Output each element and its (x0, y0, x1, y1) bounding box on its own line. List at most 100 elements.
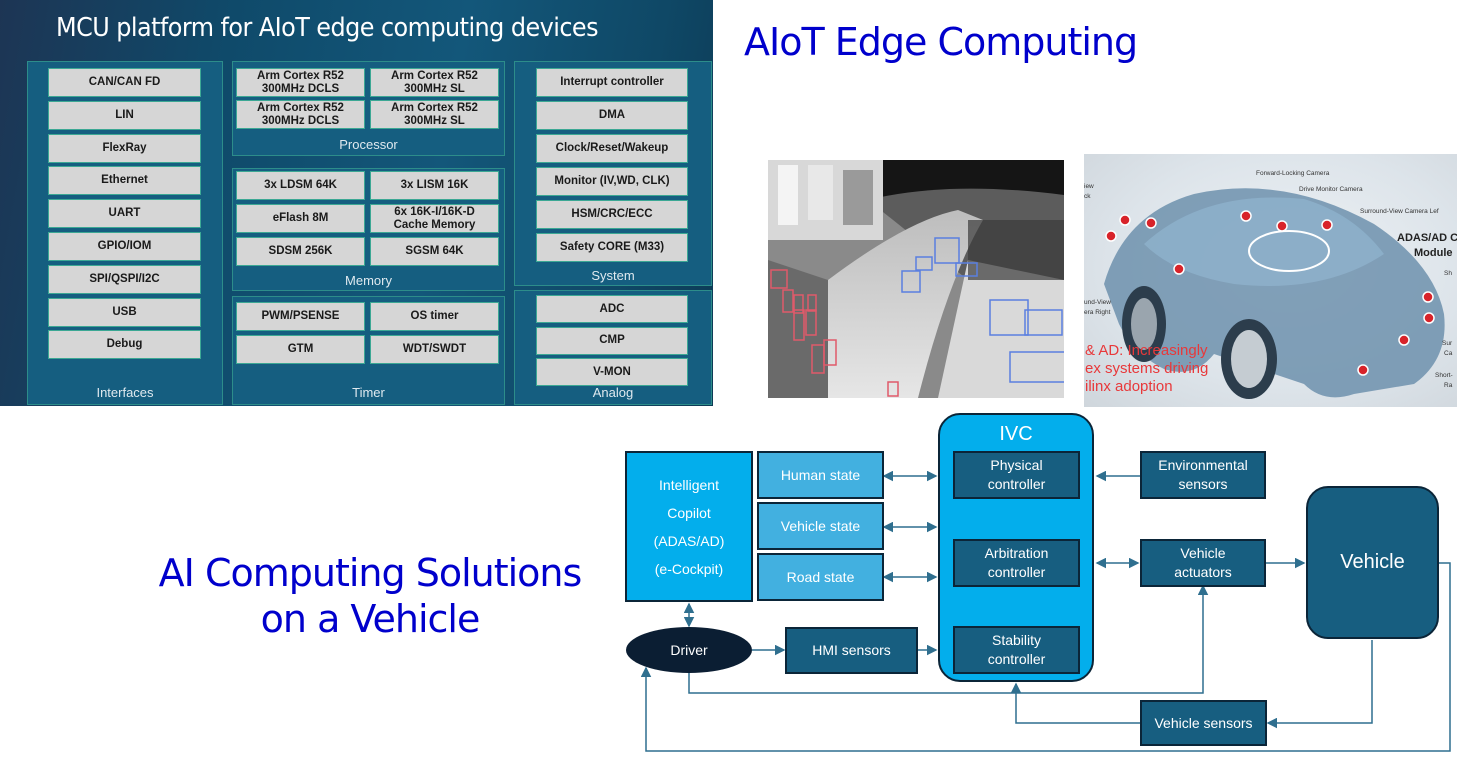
car-callout: Drive Monitor Camera (1299, 186, 1363, 193)
pedestrian-detection-box (807, 294, 817, 312)
interface-cell: Ethernet (48, 166, 201, 196)
ai-computing-solutions-title: AI Computing Solutions on a Vehicle (120, 550, 620, 642)
sensor-marker (1240, 210, 1252, 222)
adas-car-image: Forward-Locking Camera Drive Monitor Cam… (1084, 154, 1457, 407)
sensor-marker (1119, 214, 1131, 226)
system-cell: Clock/Reset/Wakeup (536, 134, 688, 163)
ivc-title: IVC (999, 423, 1033, 445)
title-line-2: on a Vehicle (260, 597, 481, 641)
road-state-box: Road state (757, 553, 884, 601)
group-label: Timer (352, 385, 385, 400)
timer-cell: OS timer (370, 302, 499, 331)
car-callout: era Right (1084, 309, 1111, 316)
analog-cell: CMP (536, 326, 688, 355)
processor-cell: Arm Cortex R52 300MHz SL (370, 100, 499, 129)
analog-cell: V-MON (536, 358, 688, 386)
sensor-marker (1422, 291, 1434, 303)
car-callout: Ca (1444, 350, 1453, 357)
sensor-marker (1276, 220, 1288, 232)
car-scene: Forward-Locking Camera Drive Monitor Cam… (1084, 170, 1457, 399)
copilot-line: Copilot (667, 504, 711, 521)
vehicle-detection-box (1024, 309, 1063, 336)
human-state-box: Human state (757, 451, 884, 499)
car-callout: ADAS/AD Ce (1397, 232, 1457, 244)
processor-cell: Arm Cortex R52 300MHz DCLS (236, 100, 365, 129)
memory-cell: SDSM 256K (236, 237, 365, 266)
memory-cell: 3x LISM 16K (370, 171, 499, 200)
car-callout: Sh (1444, 270, 1452, 277)
vehicle-actuators-box: Vehicle actuators (1140, 539, 1266, 587)
interface-cell: USB (48, 297, 201, 327)
car-callout: iew (1084, 183, 1094, 190)
car-callout: Sur (1442, 340, 1453, 347)
interface-cell: UART (48, 199, 201, 229)
memory-cell: 3x LDSM 64K (236, 171, 365, 200)
copilot-line: (ADAS/AD) (653, 532, 725, 549)
group-label: Interfaces (96, 385, 154, 400)
mcu-platform-panel: MCU platform for AIoT edge computing dev… (0, 0, 713, 406)
vehicle-detection-box (955, 262, 978, 277)
timer-cell: PWM/PSENSE (236, 302, 365, 331)
vehicle-sensors-box: Vehicle sensors (1140, 700, 1267, 746)
car-callout: ck (1084, 193, 1091, 200)
car-callout: und-View (1084, 299, 1111, 306)
mcu-panel-title: MCU platform for AIoT edge computing dev… (56, 13, 599, 43)
sensor-marker (1398, 334, 1410, 346)
car-callout: Module (1414, 247, 1453, 259)
car-callout: Surround-View Camera Lef (1360, 208, 1439, 215)
vehicle-box: Vehicle (1306, 486, 1439, 639)
sensor-marker (1105, 230, 1117, 242)
sensor-marker (1357, 364, 1369, 376)
title-line-1: AI Computing Solutions (158, 551, 583, 595)
arbitration-controller-box: Arbitration controller (953, 539, 1080, 587)
group-label: Analog (592, 385, 634, 400)
system-cell: Monitor (IV,WD, CLK) (536, 167, 688, 196)
vehicle-state-box: Vehicle state (757, 502, 884, 550)
vehicle-detection-box (915, 256, 933, 271)
interface-cell: FlexRay (48, 133, 201, 163)
sensor-marker (1423, 312, 1435, 324)
thermal-scene (768, 160, 1064, 398)
copilot-line: Intelligent (659, 476, 719, 493)
timer-cell: WDT/SWDT (370, 335, 499, 364)
pedestrian-detection-box (887, 381, 899, 397)
hmi-sensors-box: HMI sensors (785, 627, 918, 674)
system-cell: Safety CORE (M33) (536, 233, 688, 262)
aiot-edge-computing-title: AIoT Edge Computing (744, 20, 1138, 64)
vehicle-detection-box (989, 299, 1029, 336)
system-cell: Interrupt controller (536, 68, 688, 97)
car-caption-line: & AD: Increasingly (1085, 342, 1208, 359)
pedestrian-detection-box (793, 309, 805, 341)
pedestrian-detection-box (805, 309, 817, 336)
group-label: System (591, 268, 635, 283)
interface-cell: Debug (48, 330, 201, 360)
memory-cell: eFlash 8M (236, 204, 365, 233)
driver-ellipse: Driver (626, 627, 752, 673)
memory-cell: 6x 16K-I/16K-D Cache Memory (370, 204, 499, 233)
processor-cell: Arm Cortex R52 300MHz DCLS (236, 68, 365, 97)
arrow-vehicle-driver (640, 562, 1451, 752)
intelligent-copilot-box: Intelligent Copilot (ADAS/AD) (e-Cockpit… (625, 451, 753, 602)
arrow-sensors-ivc (1010, 682, 1140, 724)
arrow-driver-actuators (688, 584, 1209, 694)
sensor-markers (1105, 210, 1435, 376)
vehicle-detection-box (901, 270, 921, 293)
physical-controller-box: Physical controller (953, 451, 1080, 499)
arrow-vehicle-sensors (1266, 640, 1373, 729)
group-label: Processor (339, 137, 398, 152)
group-label: Memory (345, 273, 392, 288)
car-caption-line: ex systems driving (1085, 360, 1208, 377)
vehicle-detection-box (934, 237, 960, 264)
system-cell: HSM/CRC/ECC (536, 200, 688, 229)
pedestrian-detection-box (793, 294, 804, 314)
analog-cell: ADC (536, 295, 688, 323)
system-cell: DMA (536, 101, 688, 130)
detection-boxes (770, 237, 1064, 397)
processor-cell: Arm Cortex R52 300MHz SL (370, 68, 499, 97)
car-callout: Short- (1435, 372, 1453, 379)
pedestrian-detection-box (770, 269, 788, 289)
sensor-marker (1173, 263, 1185, 275)
car-callout: Ra (1444, 382, 1453, 389)
interface-cell: LIN (48, 100, 201, 130)
interface-cell: GPIO/IOM (48, 232, 201, 261)
